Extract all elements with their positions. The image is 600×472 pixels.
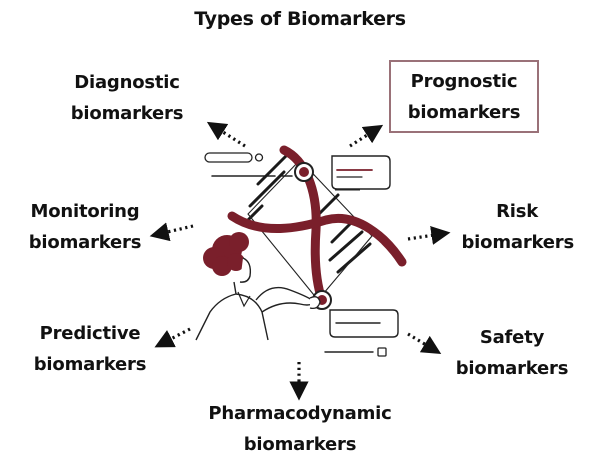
node-risk: Risk biomarkers [446, 196, 575, 258]
node-monitoring-line1: Monitoring [30, 201, 140, 222]
node-prognostic-line1: Prognostic [410, 71, 518, 92]
node-diagnostic-line2: biomarkers [70, 103, 184, 124]
arrow-predictive [154, 327, 191, 348]
node-pharmacodynamic: Pharmacodynamic biomarkers [185, 398, 415, 460]
arrow-monitoring [149, 222, 194, 242]
node-monitoring-line2: biomarkers [28, 232, 142, 253]
arrow-diagnostic [206, 121, 246, 148]
connector-arrows [149, 121, 451, 401]
node-predictive: Predictive biomarkers [25, 318, 155, 380]
arrow-safety [407, 332, 442, 354]
scientist-figure [195, 232, 321, 341]
node-risk-line2: biomarkers [461, 232, 575, 253]
node-risk-line1: Risk [496, 201, 538, 222]
info-card-bottom [324, 309, 399, 357]
diagram-title: Types of Biomarkers [194, 8, 406, 30]
arrow-prognostic [349, 124, 384, 148]
node-safety-line1: Safety [479, 327, 545, 348]
node-diagnostic-line1: Diagnostic [74, 72, 180, 93]
frame-lines [247, 159, 373, 301]
node-safety: Safety biomarkers [447, 322, 577, 384]
node-predictive-line2: biomarkers [33, 354, 147, 375]
node-diagnostic: Diagnostic biomarkers [62, 67, 192, 129]
node-pharmacodynamic-line2: biomarkers [243, 434, 357, 455]
arrow-risk [407, 225, 451, 245]
node-prognostic-line2: biomarkers [407, 102, 521, 123]
node-safety-line2: biomarkers [455, 358, 569, 379]
node-predictive-line1: Predictive [39, 323, 141, 344]
node-monitoring: Monitoring biomarkers [20, 196, 150, 258]
info-card-top [331, 155, 391, 190]
node-pharmacodynamic-line1: Pharmacodynamic [208, 403, 392, 424]
node-prognostic: Prognostic biomarkers [389, 60, 539, 133]
